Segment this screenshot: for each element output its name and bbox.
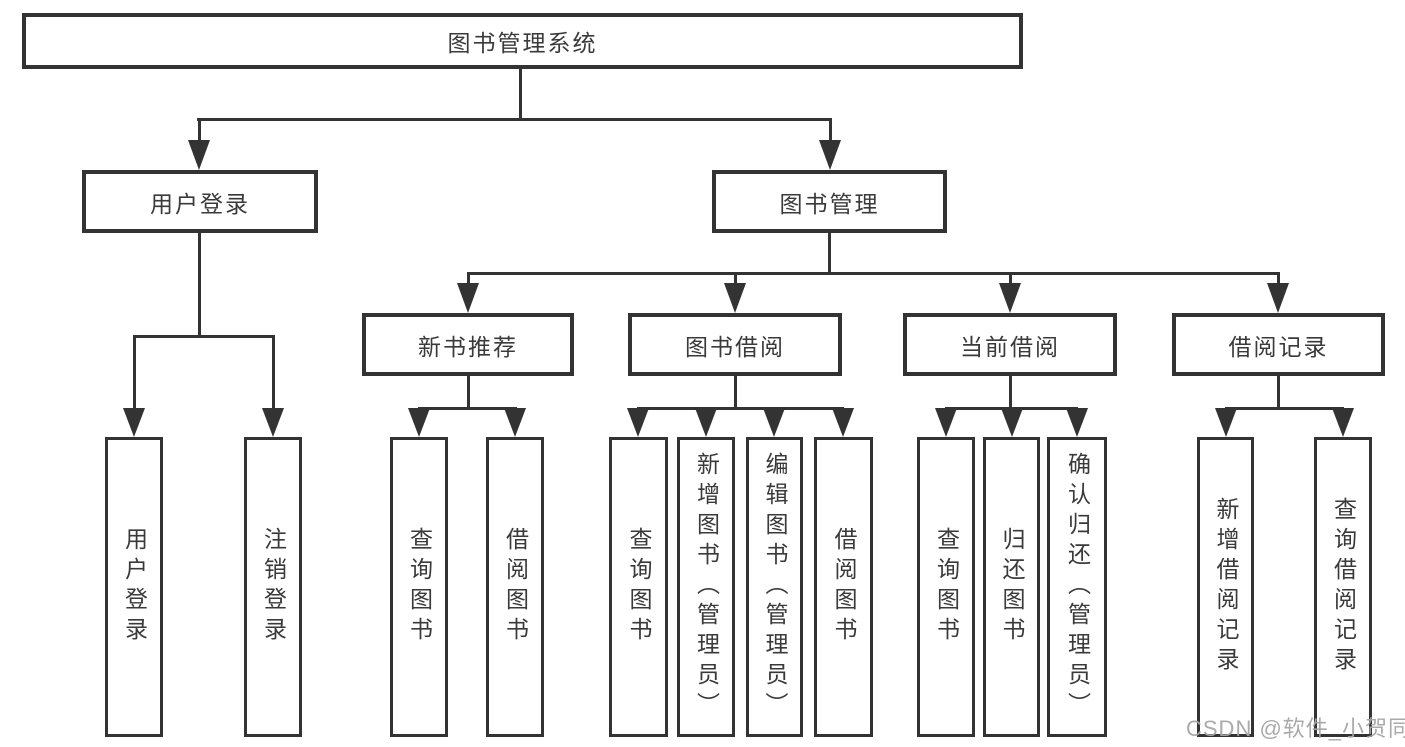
leaf-query-book-1: 查询图书 bbox=[390, 437, 448, 737]
arrow-down-icon bbox=[457, 283, 479, 313]
connector-stem-level3 bbox=[1277, 272, 1280, 288]
connector-bookmgmt-stem bbox=[828, 233, 831, 274]
connector-stem-leaf bbox=[272, 335, 275, 413]
connector-borrow-hbar bbox=[637, 407, 844, 410]
connector-newbook-hbar bbox=[418, 407, 517, 410]
node-user-login-label: 用户登录 bbox=[150, 190, 250, 217]
arrow-down-icon bbox=[1332, 408, 1354, 437]
leaf-return-book: 归还图书 bbox=[983, 437, 1040, 737]
connector-root-stem bbox=[519, 68, 522, 120]
leaf-add-book-admin: 新增图书（管理员） bbox=[677, 437, 735, 737]
node-borrow-records-label: 借阅记录 bbox=[1228, 333, 1329, 360]
connector-borrow-stem bbox=[734, 376, 737, 409]
leaf-confirm-return-admin: 确认归还（管理员） bbox=[1047, 437, 1107, 737]
leaf-label: 用户登录 bbox=[121, 527, 148, 647]
leaf-label: 新增借阅记录 bbox=[1213, 497, 1239, 677]
connector-stem-level3 bbox=[1009, 272, 1012, 288]
node-book-management: 图书管理 bbox=[712, 170, 947, 233]
arrow-down-icon bbox=[819, 140, 841, 170]
leaf-borrow-book-1: 借阅图书 bbox=[486, 437, 544, 737]
leaf-query-borrow-record: 查询借阅记录 bbox=[1314, 437, 1372, 737]
node-root-label: 图书管理系统 bbox=[447, 30, 598, 56]
node-new-book-recommend: 新书推荐 bbox=[362, 313, 574, 376]
connector-records-stem bbox=[1277, 376, 1280, 409]
connector-newbook-stem bbox=[467, 376, 470, 409]
leaf-edit-book-admin: 编辑图书（管理员） bbox=[746, 437, 803, 737]
connector-stem-user-login bbox=[198, 118, 201, 146]
arrow-down-icon bbox=[123, 408, 145, 437]
leaf-query-book-3: 查询图书 bbox=[917, 437, 975, 737]
connector-stem-level3 bbox=[734, 272, 737, 288]
arrow-down-icon bbox=[188, 140, 210, 170]
leaf-label: 查询借阅记录 bbox=[1330, 497, 1357, 677]
leaf-label: 归还图书 bbox=[999, 527, 1025, 647]
arrow-down-icon bbox=[935, 408, 957, 437]
arrow-down-icon bbox=[408, 408, 430, 437]
csdn-watermark: CSDN @软件_小贺同学 bbox=[1186, 716, 1405, 741]
leaf-label: 确认归还（管理员） bbox=[1064, 452, 1091, 722]
connector-stem-leaf bbox=[133, 335, 136, 413]
arrow-down-icon bbox=[1215, 408, 1237, 437]
connector-current-stem bbox=[1009, 376, 1012, 409]
node-book-borrow-label: 图书借阅 bbox=[685, 333, 785, 360]
node-borrow-records: 借阅记录 bbox=[1172, 313, 1385, 376]
arrow-down-icon bbox=[1066, 408, 1088, 437]
arrow-down-icon bbox=[832, 408, 854, 437]
arrow-down-icon bbox=[504, 408, 526, 437]
leaf-query-book-2: 查询图书 bbox=[609, 437, 668, 737]
arrow-down-icon bbox=[999, 283, 1021, 313]
leaf-label: 新增图书（管理员） bbox=[693, 452, 720, 722]
node-book-borrow: 图书借阅 bbox=[628, 313, 842, 376]
connector-bookmgmt-hbar bbox=[467, 272, 1280, 275]
connector-stem-level3 bbox=[467, 272, 470, 288]
leaf-borrow-book-2: 借阅图书 bbox=[814, 437, 873, 737]
leaf-user-login: 用户登录 bbox=[105, 437, 163, 737]
leaf-add-borrow-record: 新增借阅记录 bbox=[1197, 437, 1254, 737]
leaf-label: 查询图书 bbox=[406, 527, 433, 647]
node-root: 图书管理系统 bbox=[22, 13, 1023, 69]
leaf-label: 编辑图书（管理员） bbox=[762, 452, 788, 722]
arrow-down-icon bbox=[262, 408, 284, 437]
connector-records-hbar bbox=[1225, 407, 1344, 410]
node-user-login: 用户登录 bbox=[82, 170, 318, 233]
leaf-logout: 注销登录 bbox=[244, 437, 302, 737]
leaf-label: 查询图书 bbox=[933, 527, 960, 647]
node-current-borrow: 当前借阅 bbox=[903, 313, 1117, 376]
arrow-down-icon bbox=[1001, 408, 1023, 437]
node-current-borrow-label: 当前借阅 bbox=[960, 333, 1060, 360]
node-book-management-label: 图书管理 bbox=[779, 190, 880, 217]
connector-userlogin-hbar bbox=[133, 335, 275, 338]
connector-root-hbar bbox=[197, 118, 832, 121]
node-new-book-recommend-label: 新书推荐 bbox=[418, 333, 518, 360]
leaf-label: 借阅图书 bbox=[831, 527, 857, 647]
leaf-label: 借阅图书 bbox=[502, 527, 529, 647]
arrow-down-icon bbox=[724, 283, 746, 313]
connector-stem-book-mgmt bbox=[829, 118, 832, 146]
connector-userlogin-stem bbox=[198, 233, 201, 338]
arrow-down-icon bbox=[763, 408, 785, 437]
leaf-label: 注销登录 bbox=[260, 527, 287, 647]
arrow-down-icon bbox=[695, 408, 717, 437]
arrow-down-icon bbox=[627, 408, 649, 437]
leaf-label: 查询图书 bbox=[626, 527, 652, 647]
arrow-down-icon bbox=[1267, 283, 1289, 313]
